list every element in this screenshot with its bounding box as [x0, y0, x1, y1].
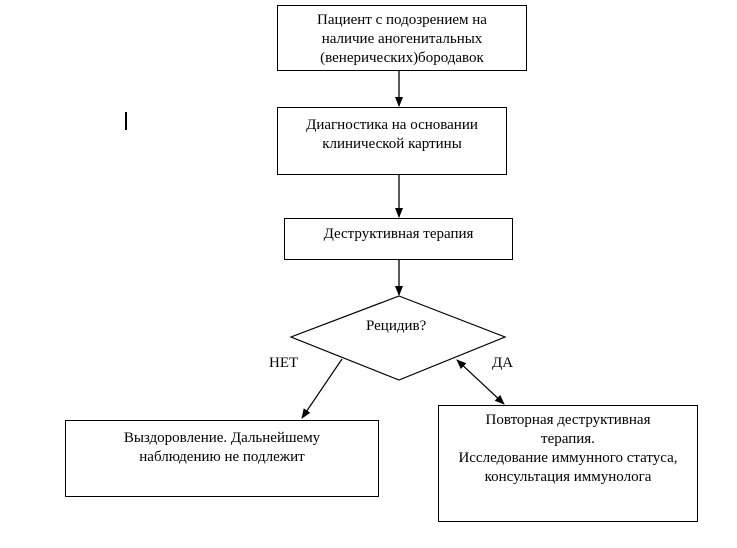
- node-repeat-line: терапия.: [541, 431, 595, 447]
- edge-label-yes: ДА: [492, 355, 514, 371]
- text-cursor: [125, 112, 127, 130]
- node-diagnosis-line: Диагностика на основании: [306, 117, 478, 133]
- node-patient-line: (венерических)бородавок: [320, 50, 484, 66]
- node-patient: Пациент с подозрением на наличие аногени…: [277, 5, 527, 71]
- node-therapy-line: Деструктивная терапия: [323, 226, 474, 242]
- node-patient-line: наличие аногенитальных: [321, 31, 483, 47]
- decision-diamond: [289, 295, 507, 381]
- arrow-no-to-recovery: [301, 358, 343, 419]
- node-repeat: Повторная деструктивная терапия. Исследо…: [438, 405, 698, 522]
- node-diagnosis-line: клинической картины: [322, 136, 462, 152]
- node-repeat-line: Повторная деструктивная: [485, 412, 651, 428]
- node-recovery: Выздоровление. Дальнейшему наблюдению не…: [65, 420, 379, 497]
- node-patient-line: Пациент с подозрением на: [317, 12, 487, 28]
- edge-label-no: НЕТ: [269, 355, 299, 371]
- node-repeat-line: Исследование иммунного статуса,: [458, 450, 678, 466]
- decision-relapse-text: Рецидив?: [366, 318, 427, 334]
- node-therapy: Деструктивная терапия: [284, 218, 513, 260]
- node-recovery-line: Выздоровление. Дальнейшему: [123, 430, 321, 446]
- arrow-yes-to-repeat: [456, 359, 505, 405]
- node-diagnosis: Диагностика на основании клинической кар…: [277, 107, 507, 175]
- node-repeat-line: консультация иммунолога: [484, 469, 652, 485]
- node-recovery-line: наблюдению не подлежит: [139, 449, 305, 465]
